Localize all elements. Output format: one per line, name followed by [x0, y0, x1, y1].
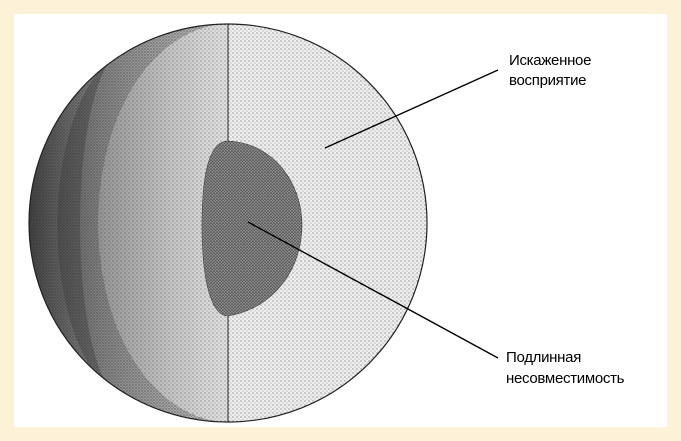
- label-distorted-line1: Искаженное: [509, 52, 591, 69]
- label-distorted-line2: восприятие: [509, 72, 586, 89]
- label-genuine-line1: Подлинная: [506, 349, 581, 366]
- label-genuine-line2: несовместимость: [506, 370, 625, 387]
